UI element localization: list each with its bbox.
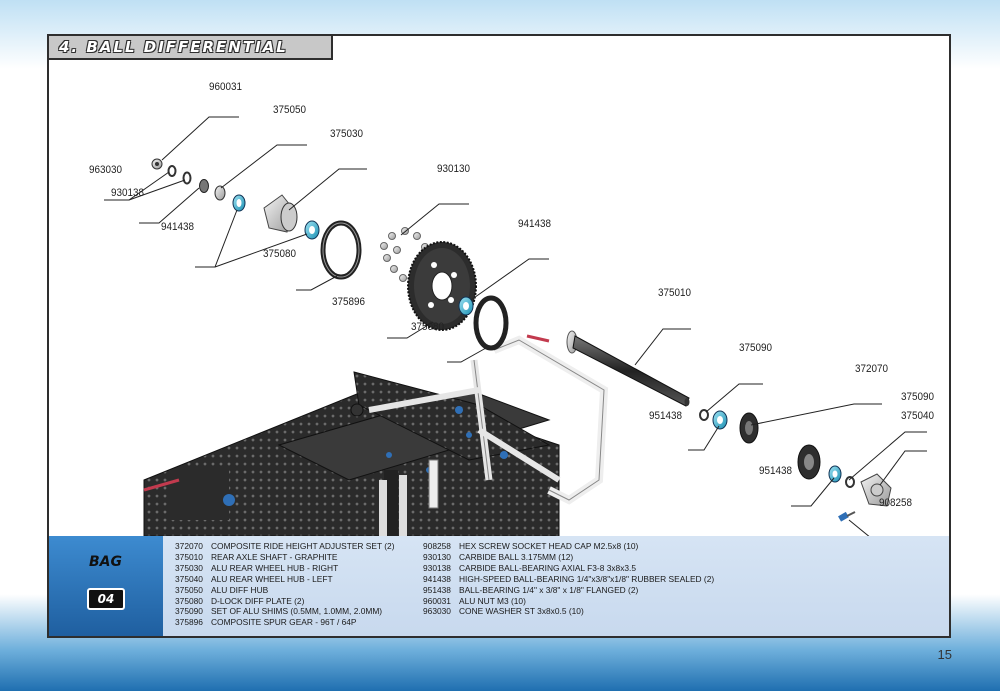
callout-951438-right: 951438	[759, 465, 793, 477]
bag-label: BAG	[89, 554, 122, 570]
callout-951438-mid: 951438	[649, 410, 683, 422]
callout-960031: 960031	[209, 81, 243, 93]
bag-number: 04	[87, 588, 125, 610]
callout-963030: 963030	[89, 164, 123, 176]
leader-lines	[104, 116, 927, 536]
diff-small-parts-left	[151, 158, 320, 240]
callout-375896: 375896	[332, 296, 366, 308]
callout-375080-right: 375080	[411, 321, 445, 333]
callout-941438-mid: 941438	[518, 218, 552, 230]
callout-375090-top: 375090	[739, 342, 773, 354]
page-frame: 4. BALL DIFFERENTIAL	[47, 34, 951, 638]
callout-908258: 908258	[879, 497, 913, 509]
callout-375050: 375050	[273, 104, 307, 116]
callout-375010: 375010	[658, 287, 692, 299]
diff-plate-left	[320, 220, 362, 280]
diff-small-parts-right	[699, 409, 892, 522]
callout-375080-left: 375080	[263, 248, 297, 260]
callout-930138: 930138	[111, 187, 145, 199]
callout-375030: 375030	[330, 128, 364, 140]
callout-372070: 372070	[855, 363, 889, 375]
spur-gear	[407, 241, 477, 331]
callout-375040: 375040	[901, 410, 935, 422]
exploded-diagram	[104, 116, 927, 536]
bag-badge: BAG 04	[49, 536, 163, 636]
page-number: 15	[937, 647, 952, 662]
callout-375090-right: 375090	[901, 391, 935, 403]
rear-axle-shaft	[526, 330, 690, 407]
section-title: 4. BALL DIFFERENTIAL	[49, 36, 333, 60]
callout-941438-left: 941438	[161, 221, 195, 233]
chassis-assembly	[143, 335, 609, 536]
callout-930130: 930130	[437, 163, 471, 175]
diff-bearing-mid	[458, 296, 474, 316]
diff-plate-right	[473, 295, 509, 351]
